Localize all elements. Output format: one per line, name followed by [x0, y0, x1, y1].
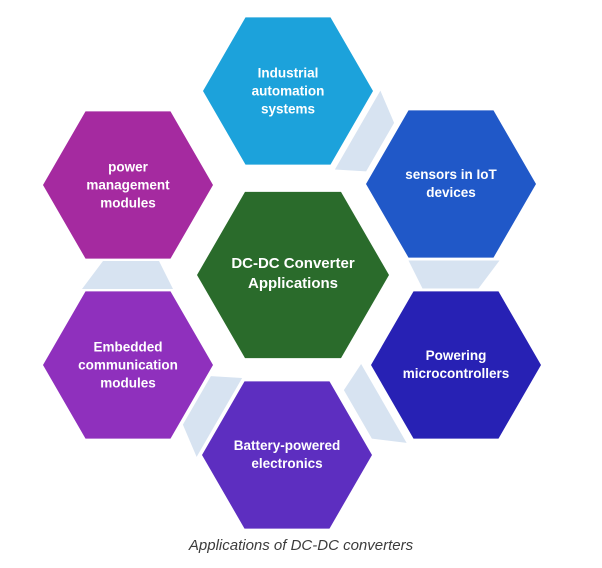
hexagon-center-dc-dc-converter-applications: [197, 191, 389, 359]
hexagon-power-management-modules: [43, 111, 213, 259]
hexagon-industrial-automation-systems: [203, 17, 373, 165]
connector-bottom-right: [343, 364, 407, 443]
hexagon-sensors-in-iot-devices: [366, 110, 536, 258]
hexagon-powering-microcontrollers: [371, 291, 541, 439]
hexagon-embedded-communication-modules: [43, 291, 213, 439]
connector-left: [82, 261, 173, 289]
hexagon-battery-powered-electronics: [202, 381, 372, 529]
connector-bottom-left: [182, 376, 243, 457]
hexagons: [43, 17, 541, 529]
connectors: [82, 90, 500, 457]
connector-right: [408, 260, 500, 289]
connector-top-right: [334, 90, 395, 172]
figure-caption: Applications of DC-DC converters: [188, 537, 414, 554]
